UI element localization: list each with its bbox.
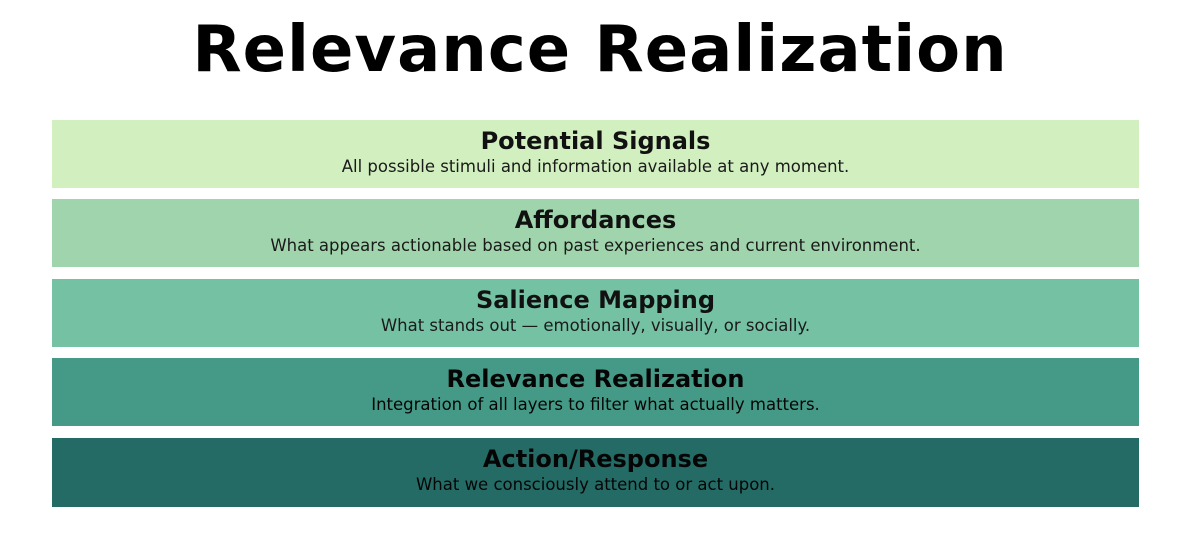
layer-potential-signals: Potential Signals All possible stimuli a… (52, 120, 1139, 188)
layer-name: Potential Signals (480, 127, 711, 155)
layer-name: Relevance Realization (446, 365, 745, 393)
layer-description: Integration of all layers to filter what… (371, 395, 820, 414)
layer-salience-mapping: Salience Mapping What stands out — emoti… (52, 279, 1139, 347)
layer-description: All possible stimuli and information ava… (341, 157, 850, 176)
layer-affordances: Affordances What appears actionable base… (52, 199, 1139, 267)
layer-name: Affordances (514, 206, 677, 234)
layer-relevance-realization: Relevance Realization Integration of all… (52, 358, 1139, 426)
layer-description: What appears actionable based on past ex… (270, 236, 921, 255)
diagram-title: Relevance Realization (192, 13, 1008, 87)
layer-action-response: Action/Response What we consciously atte… (52, 438, 1139, 507)
layer-description: What stands out — emotionally, visually,… (380, 316, 811, 335)
layer-name: Action/Response (482, 445, 709, 473)
layer-description: What we consciously attend to or act upo… (415, 475, 776, 494)
layer-name: Salience Mapping (475, 286, 716, 314)
